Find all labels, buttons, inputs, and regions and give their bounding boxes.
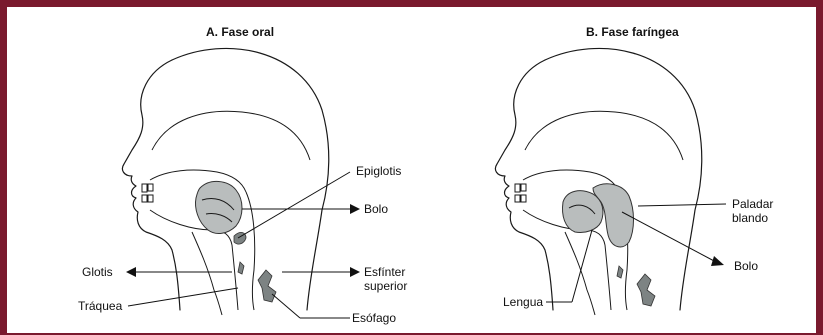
sphincter-a xyxy=(258,270,276,302)
label-bolo-b: Bolo xyxy=(734,259,758,273)
label-paladar-1: Paladar xyxy=(732,197,773,211)
label-esfinter-2: superior xyxy=(364,279,407,293)
label-traquea: Tráquea xyxy=(78,299,123,313)
label-glotis: Glotis xyxy=(82,265,113,279)
label-esfinter-1: Esfínter xyxy=(364,265,405,279)
label-esofago: Esófago xyxy=(352,311,396,325)
label-epiglotis: Epiglotis xyxy=(356,164,401,178)
label-paladar-2: blando xyxy=(732,211,768,225)
sphincter-b xyxy=(637,274,655,306)
panel-b-title: B. Fase faríngea xyxy=(586,25,679,39)
label-lengua: Lengua xyxy=(503,295,543,309)
tongue-a xyxy=(196,181,243,233)
head-profile-b xyxy=(495,48,701,315)
panel-a-title: A. Fase oral xyxy=(206,25,274,39)
head-profile-a xyxy=(122,48,328,315)
label-bolo-a: Bolo xyxy=(364,202,388,216)
